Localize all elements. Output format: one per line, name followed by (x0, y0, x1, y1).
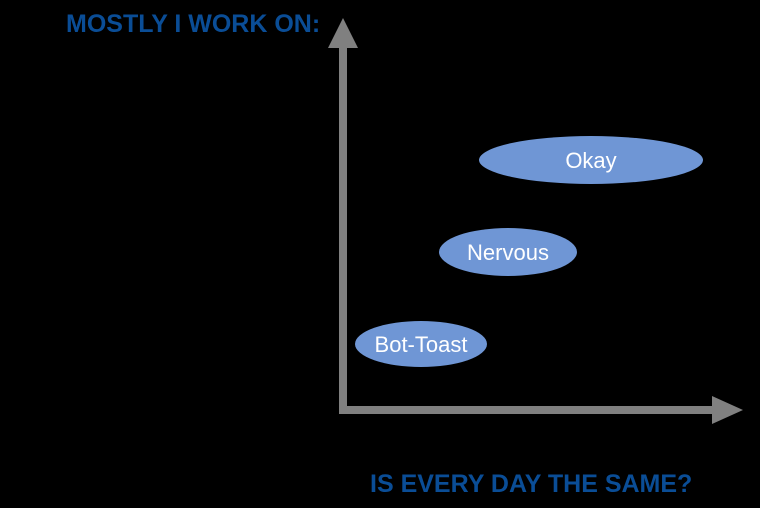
node-nervous: Nervous (439, 228, 577, 276)
x-axis-title: IS EVERY DAY THE SAME? (370, 470, 693, 498)
node-bot-toast-shape (355, 321, 487, 367)
node-bot-toast-label: Bot-Toast (375, 332, 468, 357)
node-bot-toast: Bot-Toast (355, 321, 487, 367)
x-axis-arrowhead (712, 396, 743, 424)
node-nervous-label: Nervous (467, 240, 549, 265)
y-axis-title: MOSTLY I WORK ON: (66, 10, 321, 38)
node-okay-label: Okay (565, 148, 616, 173)
node-okay-shape (479, 136, 703, 184)
node-nervous-shape (439, 228, 577, 276)
y-axis-arrowhead (328, 18, 358, 48)
node-okay: Okay (479, 136, 703, 184)
